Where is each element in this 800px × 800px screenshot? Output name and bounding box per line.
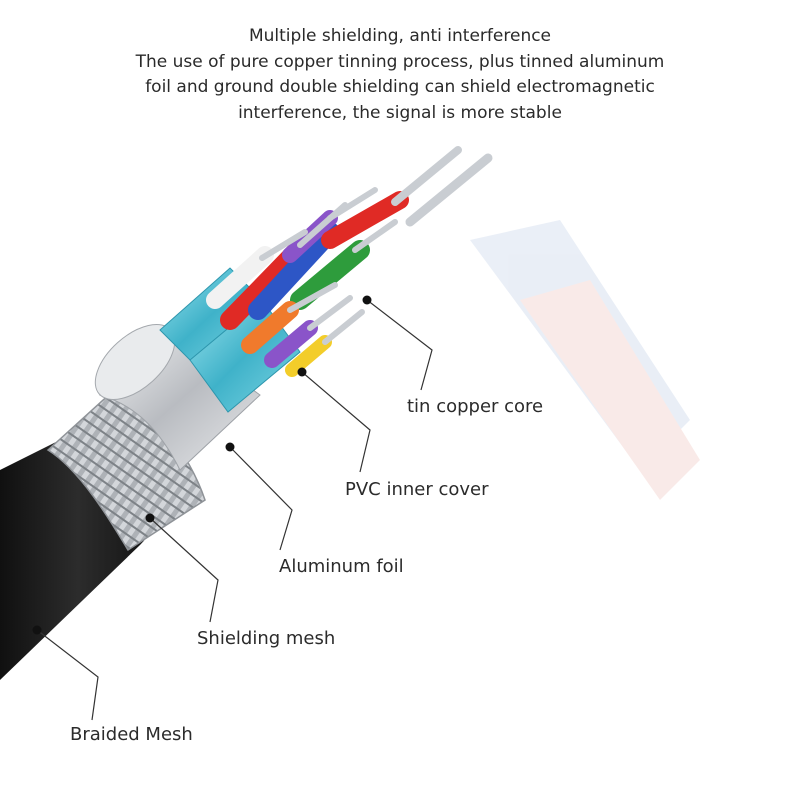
tin-copper-strands <box>259 146 493 345</box>
heading: Multiple shielding, anti interference Th… <box>0 24 800 126</box>
label-shielding-mesh: Shielding mesh <box>197 628 336 649</box>
heading-line-3: interference, the signal is more stable <box>238 102 562 123</box>
heading-title: Multiple shielding, anti interference <box>248 26 552 46</box>
cable-reflection <box>470 220 700 500</box>
leader-lines <box>36 299 433 721</box>
label-tin-copper-core: tin copper core <box>407 396 544 417</box>
heading-line-2: foil and ground double shielding can shi… <box>145 77 655 97</box>
leader-dots <box>32 295 372 635</box>
heading-line-1: The use of pure copper tinning process, … <box>135 51 665 72</box>
insulated-wires <box>206 191 409 377</box>
label-braided-mesh: Braided Mesh <box>70 724 193 745</box>
label-aluminum-foil: Aluminum foil <box>279 556 404 577</box>
label-pvc-inner-cover: PVC inner cover <box>345 479 489 500</box>
